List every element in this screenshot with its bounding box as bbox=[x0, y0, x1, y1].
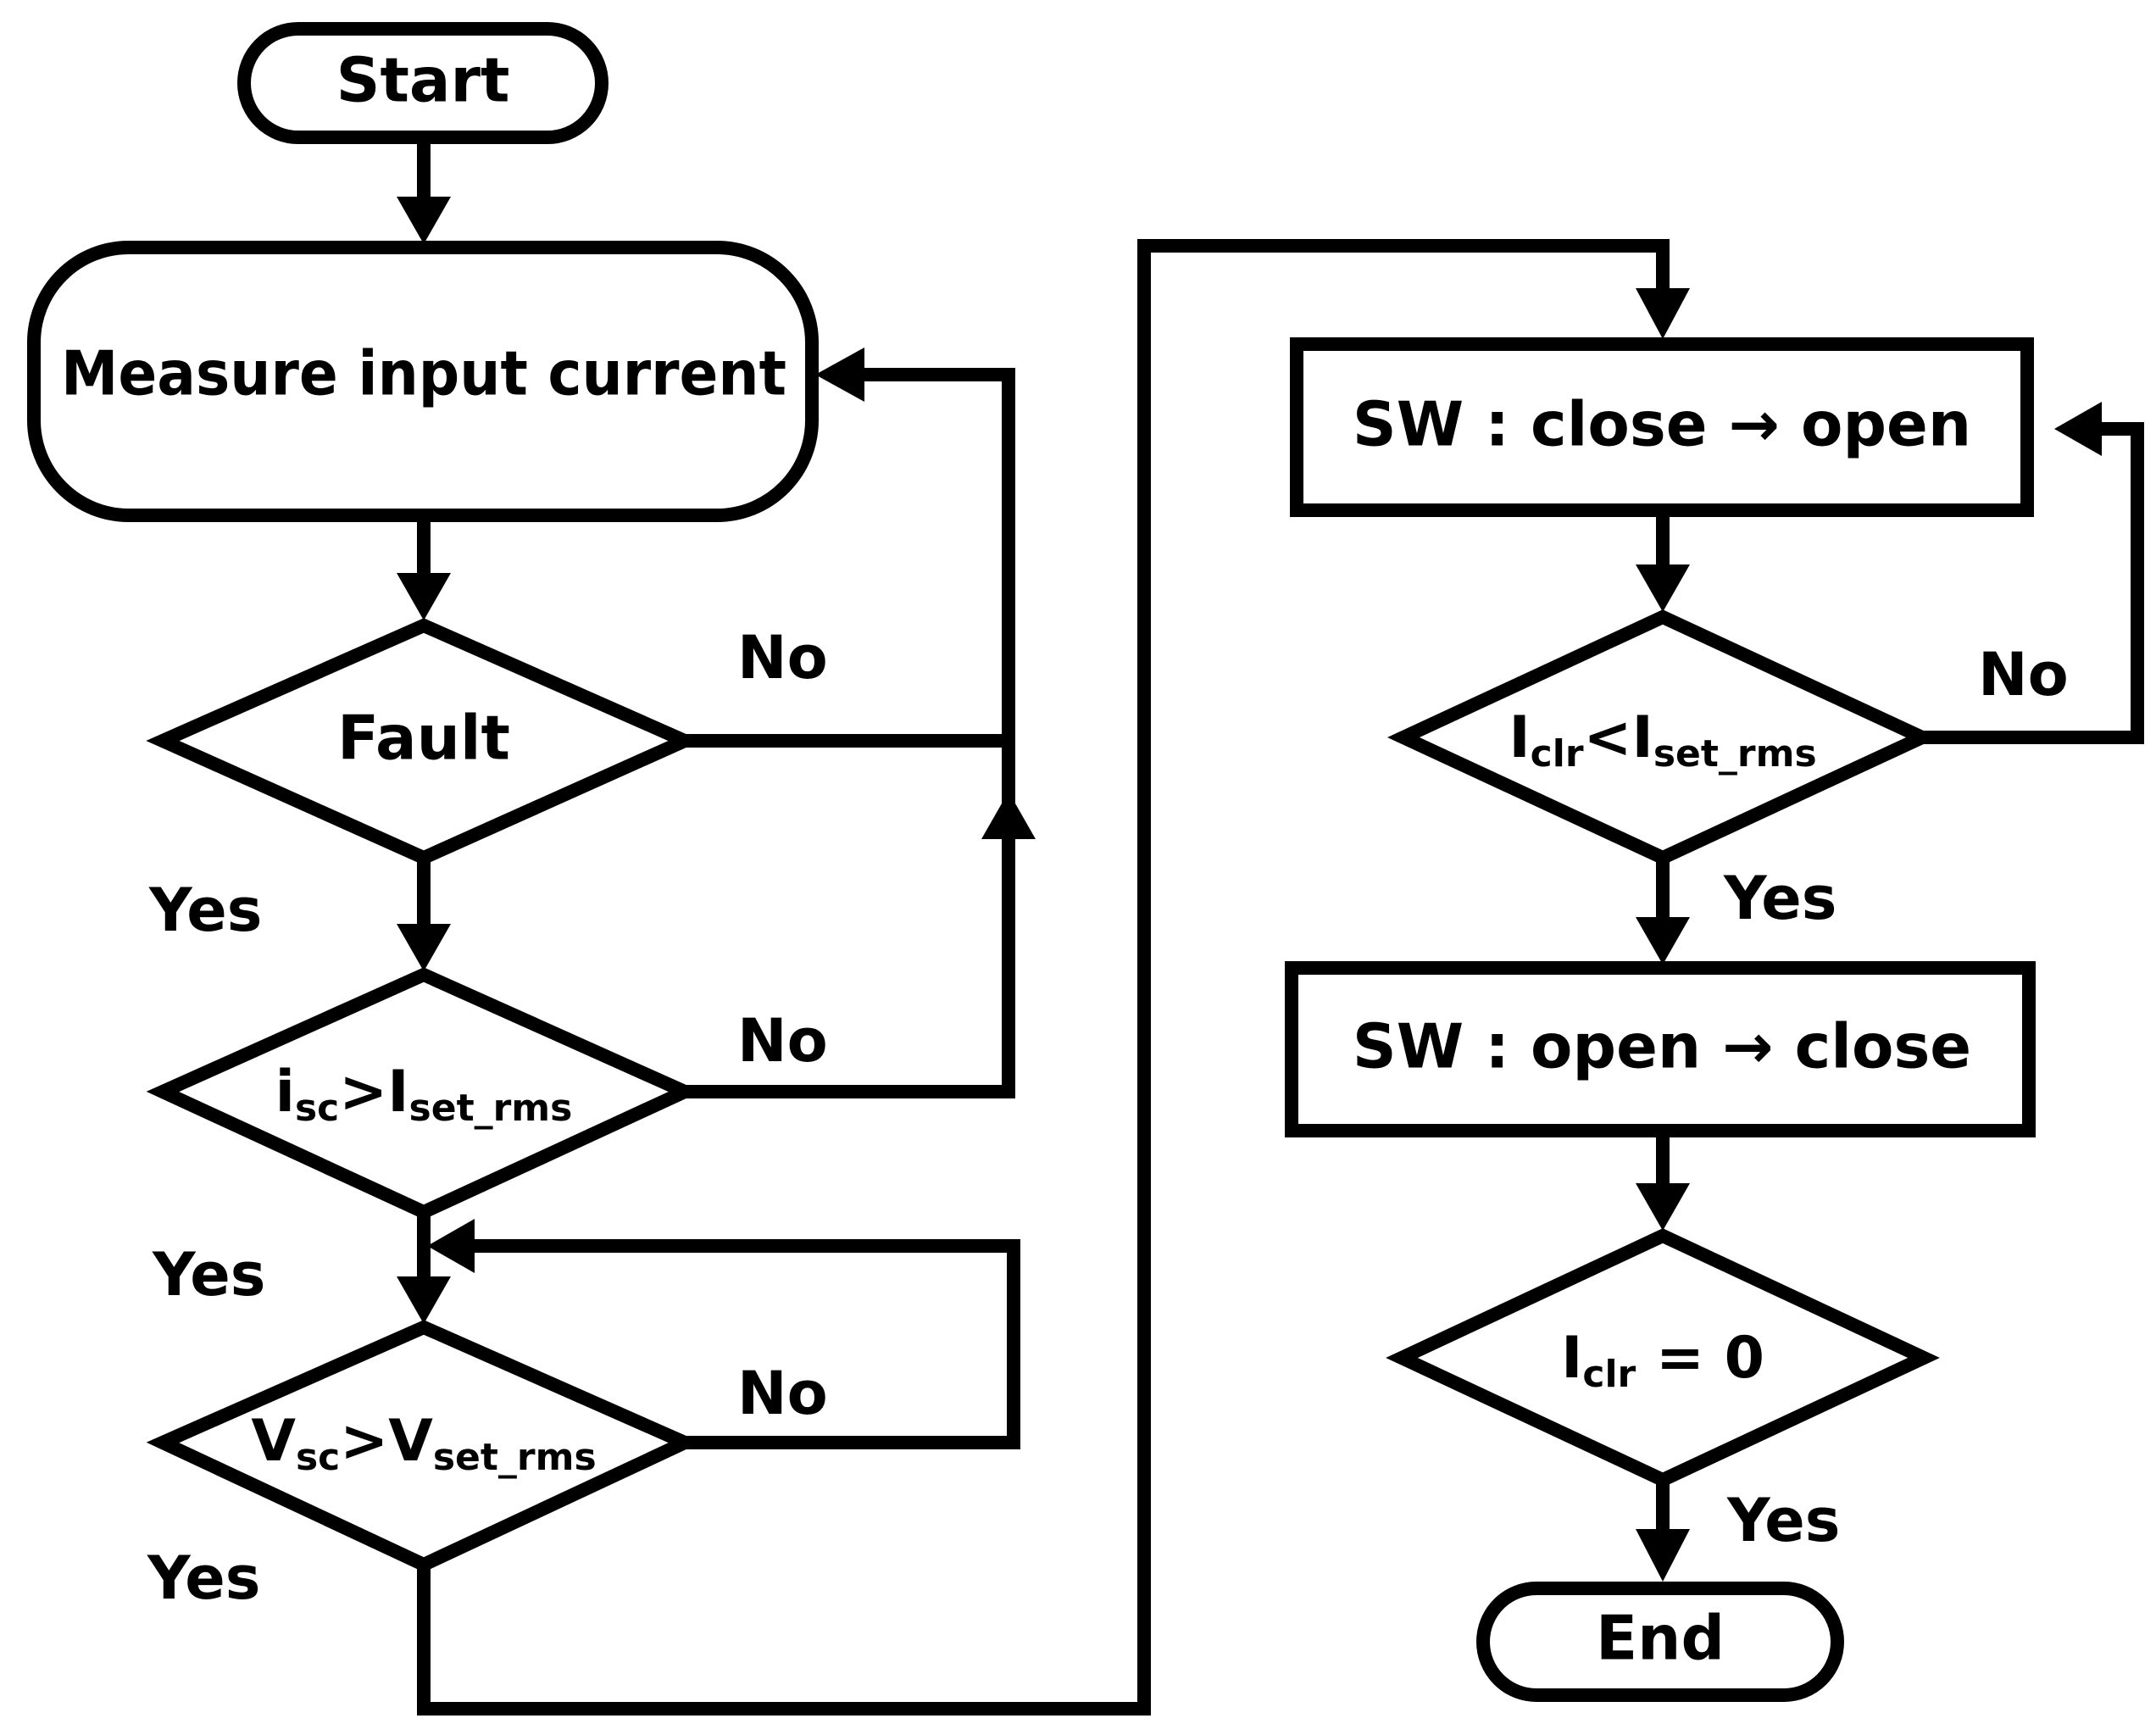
arrowhead-down bbox=[397, 1276, 451, 1324]
end-node: End bbox=[1476, 1582, 1844, 1702]
isc-threshold: I bbox=[387, 1059, 408, 1126]
vsc-threshold: V bbox=[388, 1408, 433, 1475]
arrowhead-down bbox=[1636, 1529, 1690, 1582]
isc-yes-label: Yes bbox=[152, 1240, 265, 1310]
isc-var: i bbox=[275, 1059, 295, 1126]
isc-var-sub: sc bbox=[295, 1087, 339, 1130]
measure-label: Measure input current bbox=[61, 338, 786, 409]
iclr-decision bbox=[1386, 609, 1939, 865]
zero-var-sub: clr bbox=[1582, 1353, 1636, 1396]
vsc-operator: > bbox=[340, 1408, 388, 1475]
fault-yes-label: Yes bbox=[148, 876, 262, 945]
isc-node: isc>Iset_rms bbox=[146, 967, 702, 1220]
zero-yes-label: Yes bbox=[1726, 1486, 1840, 1555]
vsc-var-sub: sc bbox=[296, 1436, 340, 1479]
sw-open-node: SW : close → open bbox=[1290, 337, 2034, 517]
fault-decision bbox=[146, 618, 702, 865]
iclr-var-sub: clr bbox=[1531, 732, 1584, 776]
connectors bbox=[417, 137, 2144, 1716]
edge-vsc-yes-route bbox=[417, 239, 1670, 1716]
vsc-no-label: No bbox=[737, 1359, 828, 1428]
measure-node: Measure input current bbox=[27, 241, 819, 522]
vsc-var: V bbox=[251, 1408, 296, 1475]
sw-open-process-box bbox=[1290, 337, 2034, 517]
arrowhead-down bbox=[1636, 1183, 1690, 1231]
start-node: Start bbox=[237, 22, 608, 144]
arrowhead-down bbox=[1636, 564, 1690, 612]
isc-no-label: No bbox=[737, 1006, 828, 1076]
arrowhead-down bbox=[397, 573, 451, 620]
branch-labels: No Yes No Yes No Yes No Yes Yes bbox=[147, 623, 2069, 1613]
sw-close-process-box bbox=[1285, 961, 2036, 1137]
arrowheads bbox=[397, 197, 2102, 1582]
sw-close-node: SW : open → close bbox=[1285, 961, 2036, 1137]
edge-loop-return-measure bbox=[853, 368, 1015, 1092]
iclr-threshold-sub: set_rms bbox=[1653, 732, 1817, 776]
start-terminator bbox=[237, 22, 608, 144]
end-label: End bbox=[1596, 1603, 1725, 1674]
vsc-yes-label: Yes bbox=[147, 1543, 260, 1613]
iclr-operator: < bbox=[1584, 704, 1632, 771]
isc-decision bbox=[146, 967, 702, 1220]
zero-node: Iclr = 0 bbox=[1386, 1228, 1940, 1488]
iclr-no-label: No bbox=[1978, 640, 2069, 709]
arrowhead-down bbox=[1636, 917, 1690, 965]
iclr-var: I bbox=[1509, 704, 1530, 771]
end-terminator bbox=[1476, 1582, 1844, 1702]
edge-vsc-no-loop bbox=[468, 1239, 1020, 1449]
zero-var: I bbox=[1561, 1325, 1582, 1392]
isc-operator: > bbox=[339, 1059, 387, 1126]
edge-isc-no-loop bbox=[685, 839, 1015, 1098]
zero-rest: = 0 bbox=[1636, 1325, 1764, 1392]
vsc-node: Vsc>Vset_rms bbox=[146, 1320, 702, 1572]
start-label: Start bbox=[336, 45, 510, 116]
iclr-condition-label: Iclr<Iset_rms bbox=[1509, 704, 1816, 776]
sw-open-label: SW : close → open bbox=[1353, 389, 1971, 460]
arrowhead-left bbox=[427, 1219, 475, 1273]
zero-condition-label: Iclr = 0 bbox=[1561, 1325, 1764, 1396]
arrowhead-left bbox=[815, 348, 864, 402]
edge-iclr-no-loop bbox=[1922, 422, 2144, 744]
isc-threshold-sub: set_rms bbox=[409, 1087, 573, 1130]
fault-no-label: No bbox=[737, 623, 828, 692]
iclr-yes-label: Yes bbox=[1723, 864, 1836, 933]
fault-node: Fault bbox=[146, 618, 702, 865]
sw-close-label: SW : open → close bbox=[1353, 1011, 1971, 1082]
arrowhead-down bbox=[397, 924, 451, 971]
vsc-decision bbox=[146, 1320, 702, 1572]
iclr-threshold: I bbox=[1632, 704, 1653, 771]
arrowhead-up bbox=[981, 792, 1036, 839]
measure-process-box bbox=[27, 241, 819, 522]
arrowhead-down bbox=[1636, 288, 1690, 339]
iclr-node: Iclr<Iset_rms bbox=[1386, 609, 1939, 865]
vsc-threshold-sub: set_rms bbox=[433, 1436, 597, 1479]
zero-decision bbox=[1386, 1228, 1940, 1488]
arrowhead-down bbox=[397, 197, 451, 244]
arrowhead-left bbox=[2054, 402, 2102, 456]
fault-label: Fault bbox=[337, 703, 510, 774]
vsc-condition-label: Vsc>Vset_rms bbox=[251, 1408, 596, 1479]
isc-condition-label: isc>Iset_rms bbox=[275, 1059, 573, 1130]
